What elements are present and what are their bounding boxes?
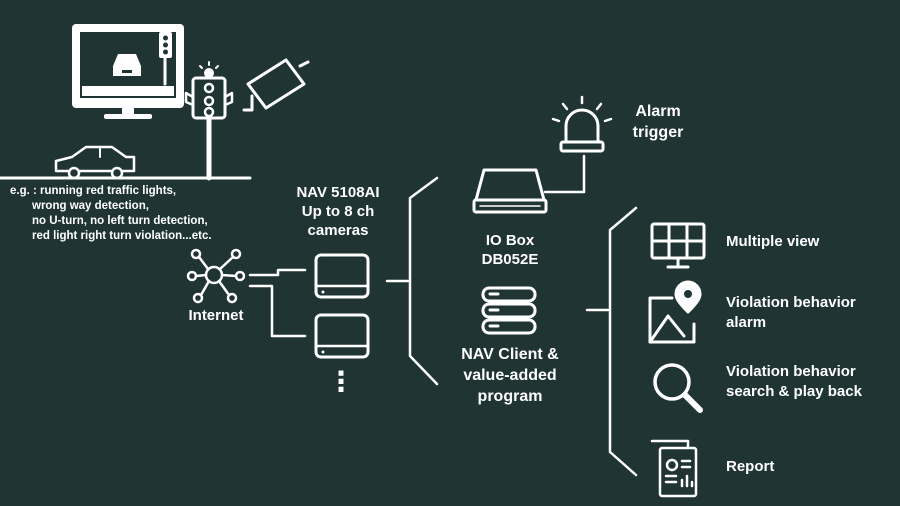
server-stack-icon bbox=[481, 286, 537, 335]
feature-4-line-1: Report bbox=[726, 458, 775, 475]
internet-label: Internet bbox=[188, 307, 244, 324]
example-line-2: wrong way detection, bbox=[32, 199, 149, 212]
alarm-line-2: trigger bbox=[632, 123, 684, 141]
client-line-3: program bbox=[477, 387, 543, 405]
feature-3-line-1: Violation behavior bbox=[726, 363, 856, 380]
traffic-light-icon bbox=[184, 61, 234, 181]
report-document-icon bbox=[650, 439, 698, 498]
connector-lines bbox=[248, 268, 307, 338]
example-line-4: red light right turn violation...etc. bbox=[32, 229, 212, 242]
nav-client-label: NAV Client & value-added program bbox=[440, 345, 580, 407]
io-box-line-1: IO Box bbox=[485, 232, 535, 249]
alarm-beacon-icon bbox=[551, 95, 613, 153]
feature-multiple-view: Multiple view bbox=[726, 233, 819, 251]
nav-device-line-3: cameras bbox=[307, 221, 369, 239]
network-icon bbox=[186, 248, 246, 304]
car-icon bbox=[54, 145, 136, 180]
example-line-1: e.g. : running red traffic lights, bbox=[10, 185, 177, 197]
more-devices-indicator: ⋮ bbox=[327, 366, 355, 397]
magnifier-icon bbox=[653, 363, 703, 413]
nvr-device-icon bbox=[314, 253, 370, 299]
feature-2-line-2: alarm bbox=[726, 314, 767, 332]
grid-view-icon bbox=[650, 222, 706, 269]
map-pin-icon bbox=[648, 280, 702, 344]
nav-device-line-1: NAV 5108AI bbox=[296, 184, 380, 201]
client-line-2: value-added bbox=[463, 366, 557, 384]
nav-device-label: NAV 5108AI Up to 8 ch cameras bbox=[276, 184, 400, 240]
feature-2-line-1: Violation behavior bbox=[726, 294, 856, 311]
feature-violation-alarm: Violation behavior alarm bbox=[726, 293, 856, 334]
io-box-icon bbox=[472, 168, 548, 214]
feature-1-line-1: Multiple view bbox=[726, 233, 820, 250]
alarm-line-1: Alarm bbox=[635, 103, 681, 120]
feature-report: Report bbox=[726, 458, 774, 476]
right-bracket bbox=[608, 206, 638, 477]
alarm-link-line bbox=[543, 154, 586, 194]
example-text: e.g. : running red traffic lights, wrong… bbox=[10, 184, 212, 244]
client-line-1: NAV Client & bbox=[461, 346, 559, 363]
feature-violation-search: Violation behavior search & play back bbox=[726, 362, 862, 403]
example-line-3: no U-turn, no left turn detection, bbox=[32, 214, 208, 227]
io-box-label: IO Box DB052E bbox=[450, 232, 570, 270]
feature-3-line-2: search & play back bbox=[726, 383, 862, 401]
nvr-device-icon-2 bbox=[314, 313, 370, 359]
security-camera-icon bbox=[242, 58, 310, 112]
io-box-line-2: DB052E bbox=[481, 250, 539, 268]
nav-device-line-2: Up to 8 ch bbox=[301, 202, 375, 220]
alarm-label: Alarm trigger bbox=[616, 102, 700, 144]
middle-bracket bbox=[408, 176, 439, 386]
monitor-icon bbox=[72, 24, 184, 119]
